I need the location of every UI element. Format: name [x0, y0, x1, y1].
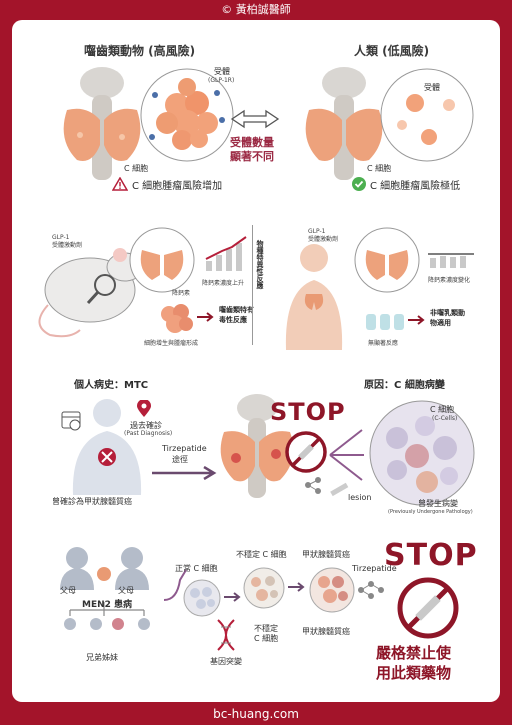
rodent-thyroid-illustration — [63, 67, 141, 180]
siblings-label: 兄弟姊妹 — [86, 653, 118, 662]
past-diagnosis-sub: (Past Diagnosis) — [124, 430, 173, 437]
calcitonin-label: 降鈣素 — [172, 290, 191, 297]
normal-c-cells — [183, 579, 221, 617]
hyperplasia-label: 細胞增生與腫瘤形成 — [144, 340, 199, 347]
ok-text: C 細胞腫瘤風險極低 — [370, 181, 461, 192]
arrow-icon-2 — [408, 315, 425, 325]
dna-icon — [217, 619, 235, 651]
rat-thyroid-zoom — [129, 227, 195, 293]
arrow-icon-4 — [288, 582, 305, 592]
previous-pathology-sub: (Previously Undergone Pathology) — [388, 509, 473, 515]
lesion-cells-zoom — [369, 400, 475, 506]
human-title: 人類 (低風險) — [354, 44, 430, 58]
past-diagnosis: 過去確診 — [130, 421, 162, 430]
footer-bar: bc-huang.com — [0, 703, 512, 725]
ccell-label-human: C 細胞 — [367, 164, 392, 173]
mtc-label-1: 甲狀腺髓質癌 — [302, 550, 350, 559]
c-cells-label: C 細胞 — [430, 405, 455, 414]
lesion-label: lesion — [348, 493, 372, 502]
rat-illustration — [38, 248, 144, 338]
no-reaction-label: 無顯著反應 — [368, 340, 399, 347]
infographic-card: 囓齒類動物 (高風險) 人類 (低風險) 受體 (GLP-1R) C 細胞 受體… — [12, 20, 500, 702]
tirzepatide-label: Tirzepatide — [352, 564, 397, 573]
drug-path-line1: Tirzepatide — [162, 444, 207, 453]
check-icon — [352, 177, 366, 191]
unstable-c-label: 不穩定 C 細胞 — [236, 550, 287, 559]
tumor-cluster — [161, 304, 193, 333]
molecule-icon — [358, 581, 384, 599]
path-arrow-icon — [152, 466, 217, 480]
ban-line2: 用此類藥物 — [376, 664, 452, 682]
divider — [252, 225, 253, 345]
calcitonin-change: 降鈣素濃度變化 — [428, 277, 471, 284]
no-syringe-icon — [397, 577, 459, 639]
arrow-icon — [197, 312, 214, 322]
stop-sign-2: STOP — [384, 538, 478, 573]
gene-mutation: 基因突變 — [210, 657, 242, 666]
no-injection-icon — [285, 431, 327, 473]
species-specific-vertical: 物種特異性反應 — [256, 240, 264, 289]
drug-path-line2: 途徑 — [172, 455, 188, 464]
normal-c-label: 正常 C 細胞 — [175, 564, 218, 573]
non-rodent-label: 非囓乳類動 物適用 — [430, 309, 465, 327]
family-tree-illustration — [60, 547, 150, 630]
location-pin-icon — [137, 400, 151, 417]
warning-text: C 細胞腫瘤風險增加 — [132, 181, 223, 192]
branch-arrows-icon — [329, 429, 364, 481]
rodent-specific-label: 囓齒類特有 毒性反應 — [219, 306, 254, 324]
rising-chart-icon — [205, 236, 247, 271]
copyright-bar: © 黃柏誠醫師 — [0, 0, 512, 20]
mtc-label-2: 甲狀腺髓質癌 — [302, 627, 350, 636]
stop-sign-1: STOP — [270, 398, 346, 426]
mtc-thyroid-illustration — [220, 394, 294, 498]
c-cells-sub: (C-Cells) — [432, 415, 458, 422]
calcitonin-rise: 降鈣素濃度上升 — [202, 280, 245, 287]
unstable-c-cells — [243, 567, 285, 609]
history-title: 個人病史：MTC — [74, 380, 149, 391]
calendar-icon — [61, 411, 81, 431]
footer-url[interactable]: bc-huang.com — [213, 707, 299, 721]
rat-drug-label: GLP-1 受體激動劑 — [52, 234, 83, 249]
mtc-cells — [309, 567, 355, 613]
men2-label: MEN2 患病 — [82, 600, 133, 610]
double-arrow-icon — [230, 109, 280, 129]
unstable-c-label-2: 不穩定 C 細胞 — [254, 624, 279, 643]
parent-mother: 父母 — [118, 586, 134, 595]
normal-cells-row — [366, 314, 404, 330]
flow-curve-arrow — [163, 569, 187, 601]
rodent-cell-cluster — [140, 68, 234, 162]
ban-line1: 嚴格禁止使 — [376, 644, 452, 662]
cause-title: 原因：C 細胞病變 — [364, 380, 445, 391]
receptor-label: 受體 — [214, 67, 230, 76]
difference-line1: 受體數量 — [230, 136, 274, 149]
warning-icon — [112, 177, 128, 191]
human-thyroid-zoom — [354, 227, 420, 293]
human-cell-zoom — [380, 68, 474, 162]
rodent-title: 囓齒類動物 (高風險) — [84, 44, 196, 58]
arrow-icon-3 — [224, 592, 241, 602]
human-thyroid-illustration — [305, 67, 383, 180]
ccell-label-rodent: C 細胞 — [124, 164, 149, 173]
receptor-label-human: 受體 — [424, 83, 440, 92]
human-drug-label: GLP-1 受體激動劑 — [308, 228, 339, 243]
diagnosed-label: 曾確診為甲狀腺髓質癌 — [52, 497, 132, 506]
molecule-syringe-icon — [305, 477, 349, 497]
difference-line2: 顯著不同 — [230, 150, 274, 163]
patient-illustration — [72, 399, 142, 495]
copyright-text: © 黃柏誠醫師 — [221, 3, 291, 16]
flat-chart-icon — [428, 253, 474, 268]
receptor-sub: (GLP-1R) — [208, 77, 235, 84]
parent-father: 父母 — [60, 586, 76, 595]
human-body-illustration — [285, 244, 343, 350]
previous-pathology: 曾發生病變 — [418, 499, 458, 508]
